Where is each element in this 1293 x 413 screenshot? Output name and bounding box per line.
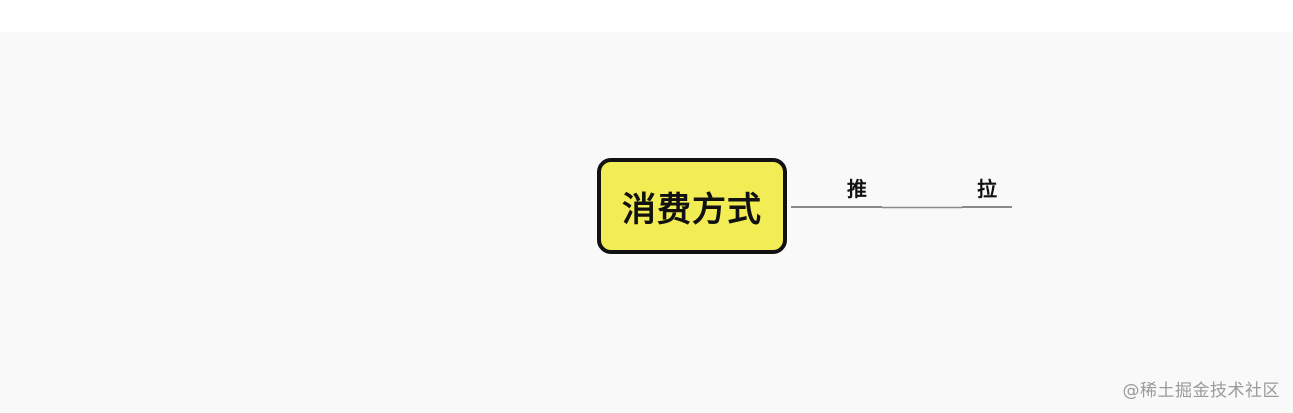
branch-topic-pull[interactable]: 拉 [962,173,1012,202]
central-topic[interactable]: 消费方式 [597,158,787,254]
branch-topic-push[interactable]: 推 [832,173,882,202]
central-topic-label: 消费方式 [622,189,762,230]
branch-topic-label: 推 [847,177,867,201]
branch-topic-label: 拉 [977,177,997,201]
watermark: @稀土掘金技术社区 [1122,381,1280,401]
